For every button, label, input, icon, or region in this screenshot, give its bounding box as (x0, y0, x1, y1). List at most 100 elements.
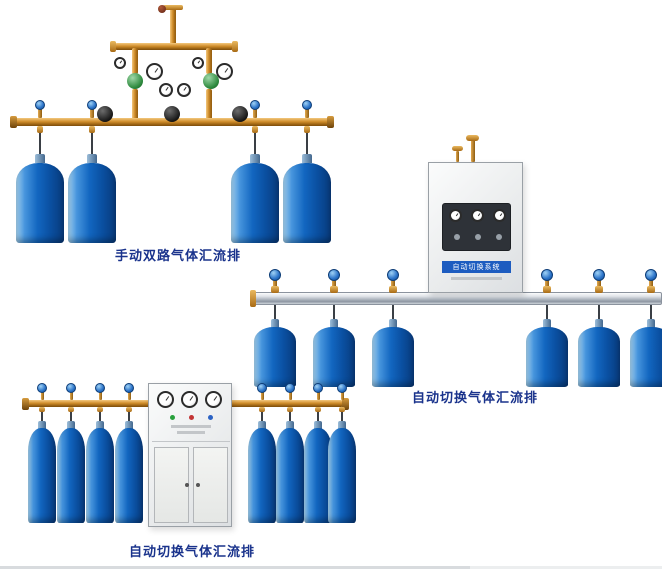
door-handle (185, 483, 189, 487)
cylinder-valve-wheel (337, 383, 347, 393)
header-endcap-right (232, 41, 238, 52)
pressure-gauge (114, 57, 126, 69)
valve-stem (341, 391, 344, 400)
valve-stem (261, 391, 264, 400)
rail-endcap-left (250, 290, 256, 307)
cylinder-valve-wheel (285, 383, 295, 393)
cylinder-valve-wheel (257, 383, 267, 393)
connection-hose (546, 305, 548, 325)
gas-cylinder (578, 327, 620, 387)
connection-hose (39, 133, 41, 155)
pipe-endcap-right (327, 116, 334, 128)
pressure-gauge (192, 57, 204, 69)
pipe-fitting (315, 407, 321, 412)
cylinder-neck (67, 421, 75, 429)
manifold-pipe (12, 118, 332, 126)
valve-stem (253, 108, 257, 118)
inlet-tee-fitting (163, 5, 183, 10)
indicator-light-blue (208, 415, 213, 420)
cylinder-valve-wheel (269, 269, 281, 281)
handwheel-valve (164, 106, 180, 122)
cylinder-valve-wheel (313, 383, 323, 393)
gas-cylinder (16, 163, 64, 243)
cabinet-gauge-panel (442, 203, 511, 251)
control-cabinet: 自动切换系统 (428, 162, 523, 293)
indicator-light-green (170, 415, 175, 420)
cylinder-neck (87, 154, 97, 163)
connection-hose (99, 412, 101, 424)
cylinder-valve-wheel (35, 100, 45, 110)
pressure-gauge (449, 209, 462, 222)
rail-joint-fitting (647, 286, 655, 293)
cylinder-neck (96, 421, 104, 429)
indicator-light-red (189, 415, 194, 420)
valve-stem (305, 108, 309, 118)
inlet-pipe (170, 5, 176, 45)
cabinet-top-valve (452, 146, 463, 151)
cylinder-neck (543, 319, 551, 328)
pressure-gauge (216, 63, 233, 80)
cylinder-valve-wheel (124, 383, 134, 393)
cylinder-neck (271, 319, 279, 328)
control-cabinet (148, 383, 232, 527)
cylinder-neck (250, 154, 260, 163)
connection-hose (392, 305, 394, 325)
pipe-fitting (339, 407, 345, 412)
valve-stem (70, 391, 73, 400)
gas-cylinder (115, 428, 143, 523)
valve-stem (99, 391, 102, 400)
pressure-gauge (157, 391, 174, 408)
connection-hose (333, 305, 335, 325)
valve-stem (90, 108, 94, 118)
cylinder-neck (338, 421, 346, 429)
pipe-fitting (287, 407, 293, 412)
cylinder-neck (302, 154, 312, 163)
connection-hose (70, 412, 72, 424)
gas-cylinder (28, 428, 56, 523)
pipe-fitting (68, 407, 74, 412)
gas-cylinder (313, 327, 355, 387)
cylinder-valve-wheel (37, 383, 47, 393)
connection-hose (306, 133, 308, 155)
pipe-fitting (252, 126, 258, 133)
connection-hose (289, 412, 291, 424)
manifold-rail (252, 292, 662, 305)
cylinder-neck (647, 319, 655, 328)
cylinder-neck (314, 421, 322, 429)
pipe-endcap-right (342, 398, 349, 410)
header-pipe (114, 43, 234, 50)
connection-hose (274, 305, 276, 325)
regulator-outlet-pipe (132, 89, 138, 120)
connection-hose (41, 412, 43, 424)
rail-joint-fitting (389, 286, 397, 293)
pressure-gauge (205, 391, 222, 408)
cylinder-neck (389, 319, 397, 328)
connection-hose (261, 412, 263, 424)
bottom-divider-light (470, 566, 662, 569)
gas-cylinder (254, 327, 296, 387)
drop-pipe-left (132, 48, 138, 74)
cylinder-valve-wheel (66, 383, 76, 393)
cylinder-neck (286, 421, 294, 429)
panel-knob (496, 234, 502, 240)
cabinet-top-valve (466, 135, 479, 141)
header-endcap-left (110, 41, 116, 52)
gas-cylinder (304, 428, 332, 523)
rail-joint-fitting (543, 286, 551, 293)
cylinder-valve-wheel (645, 269, 657, 281)
pipe-fitting (39, 407, 45, 412)
cabinet-divider (152, 441, 230, 442)
cabinet-text-bar (171, 425, 211, 428)
valve-stem (38, 108, 42, 118)
connection-hose (317, 412, 319, 424)
regulator-body (203, 73, 219, 89)
cylinder-neck (595, 319, 603, 328)
gas-cylinder (526, 327, 568, 387)
door-handle (196, 483, 200, 487)
cylinder-valve-wheel (593, 269, 605, 281)
rail-joint-fitting (330, 286, 338, 293)
connection-hose (341, 412, 343, 424)
pipe-fitting (97, 407, 103, 412)
connection-hose (598, 305, 600, 325)
gas-cylinder (68, 163, 116, 243)
